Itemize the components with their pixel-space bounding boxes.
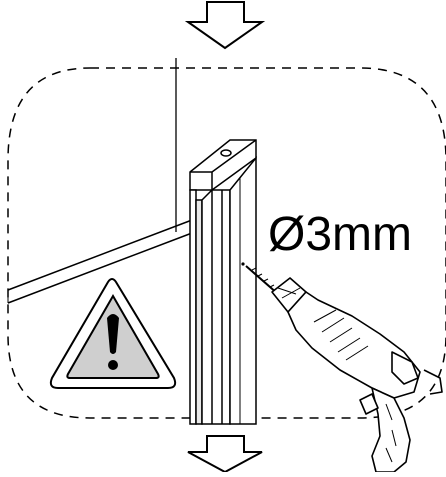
- warning-icon: [49, 278, 177, 389]
- detail-frame: [7, 67, 446, 419]
- drill-icon: [245, 265, 443, 473]
- drill-bit-size-label: Ø3mm: [268, 211, 412, 261]
- arrow-down-icon: [184, 1, 266, 50]
- glass-panel: [7, 219, 193, 304]
- arrow-down-icon: [187, 435, 263, 474]
- wall-profile: [189, 139, 257, 425]
- drill-hole-mark: [241, 262, 245, 266]
- drill-bit-label-wrap: Ø3mm: [268, 211, 446, 271]
